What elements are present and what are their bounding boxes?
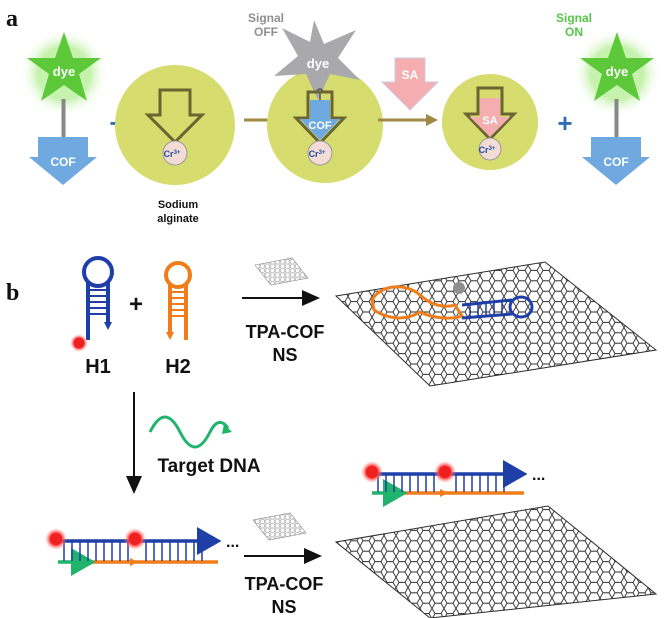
tpa-cof-label-bottom-line2: NS — [271, 597, 296, 617]
signal-off-line2: OFF — [254, 25, 278, 39]
tpa-cof-label-bottom-line1: TPA-COF — [245, 574, 324, 594]
ellipsis-bottom-right: ... — [532, 467, 545, 484]
dye-on-label: dye — [606, 64, 628, 79]
linker-stem-right — [614, 99, 619, 137]
alginate-arrow-outline-sa-icon — [462, 86, 518, 142]
cr-label-off: Cr3+ — [309, 149, 326, 159]
h1-label: H1 — [85, 356, 111, 378]
panel-b-letter: b — [6, 280, 19, 306]
hcr-duplex-free: ... — [361, 460, 545, 507]
dye-off-label: dye — [307, 56, 329, 71]
tpa-cof-label-top-line2: NS — [272, 345, 297, 365]
nanosheet-mini-icon-bottom — [252, 512, 307, 541]
target-dna-step: Target DNA — [126, 392, 261, 494]
dye-probe-right: Signal ON dye COF — [556, 11, 661, 185]
sa-label: SA — [402, 68, 419, 82]
dye-star-on-icon — [580, 32, 654, 101]
alginate-arrow-outline-icon — [292, 90, 348, 146]
dye-star-off-icon — [274, 20, 360, 100]
linker-stem — [61, 99, 66, 137]
cr-ion-ball — [162, 140, 188, 166]
ellipsis-bottom-left: ... — [226, 534, 239, 551]
cof-arrow-right-icon — [582, 137, 650, 185]
plus-sign-2: + — [557, 108, 572, 138]
cr-ion-ball-sa — [478, 137, 502, 161]
hairpin-h1: H1 — [70, 256, 114, 378]
process-arrow-2 — [378, 114, 438, 126]
cof-nanosheet-empty — [334, 505, 658, 618]
signal-off-line1: Signal — [248, 11, 284, 25]
sa-bound-icon — [470, 98, 510, 137]
cof-nanosheet — [334, 261, 658, 387]
plus-sign-b: + — [129, 291, 143, 318]
dye-probe-left: dye COF — [20, 29, 108, 185]
sodium-alginate-assembly: Cr3+ Sodium alginate — [115, 65, 235, 225]
cof-arrow-icon — [29, 137, 97, 185]
cof-bound-label: COF — [308, 120, 332, 132]
sa-bound-label: SA — [482, 115, 497, 127]
hcr-duplex-bottom-left: ... — [45, 527, 239, 576]
signal-on-line2: ON — [565, 25, 583, 39]
panel-a-letter: a — [6, 6, 18, 32]
tpa-cof-label-top-line1: TPA-COF — [246, 322, 325, 342]
h2-label: H2 — [165, 356, 191, 378]
sa-addition: SA — [380, 57, 440, 111]
nanosheet-mini-icon — [254, 257, 309, 286]
sodium-alginate-label-line1: Sodium — [158, 199, 199, 211]
cr-label-sa: Cr3+ — [479, 145, 496, 155]
cr-ion-ball-off — [307, 140, 333, 166]
sa-bound-complex: SA Cr3+ — [442, 74, 538, 170]
signal-on-line1: Signal — [556, 11, 592, 25]
target-dna-wave-icon — [148, 415, 230, 449]
dye-star-icon — [27, 32, 101, 101]
reaction-arrow-top: TPA-COF NS — [242, 257, 325, 365]
cof-bound-icon — [300, 100, 340, 140]
cr-label: Cr3+ — [164, 149, 181, 159]
quenched-fluorophore — [453, 282, 465, 294]
cof-label: COF — [50, 155, 75, 169]
cof-label-right: COF — [603, 155, 628, 169]
dye-label: dye — [53, 64, 75, 79]
target-dna-label: Target DNA — [157, 456, 260, 477]
adsorbed-h2 — [370, 285, 465, 320]
adsorbed-h1 — [461, 295, 534, 320]
nanosheet-top — [334, 261, 658, 387]
empty-arrow-outline-icon — [144, 88, 206, 145]
sodium-alginate-label-line2: alginate — [157, 213, 199, 225]
hairpin-h2: H2 — [164, 261, 192, 378]
sa-arrow-icon — [380, 57, 440, 111]
reaction-arrow-bottom: TPA-COF NS — [244, 512, 324, 617]
signal-off-complex: Signal OFF dye COF Cr3+ — [248, 11, 383, 183]
alginate-circle — [115, 65, 235, 185]
